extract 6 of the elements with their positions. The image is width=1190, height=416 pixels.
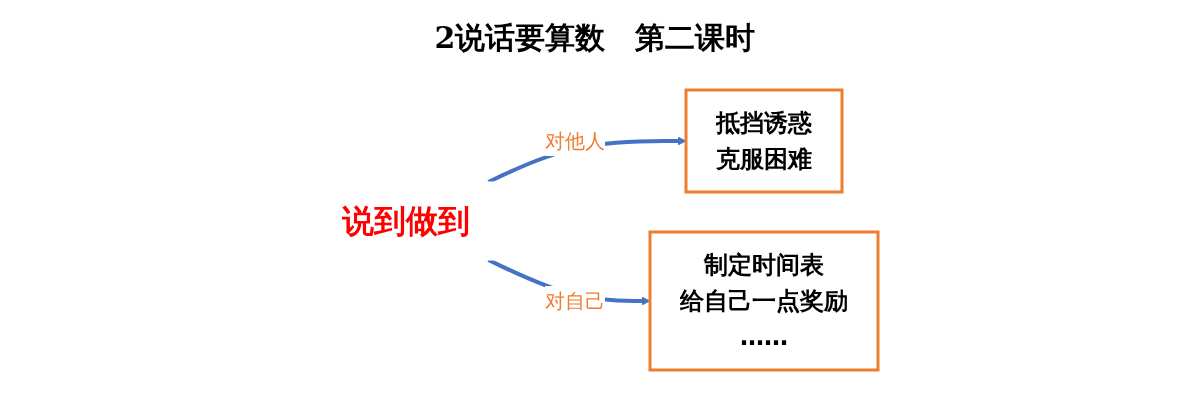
edge-label: 对他人 — [545, 129, 605, 153]
title: 2说话要算数 第二课时 — [433, 19, 757, 57]
node-box: 抵挡诱惑 克服困难 — [684, 88, 844, 194]
edge-label: 对自己 — [545, 289, 605, 313]
node-box: 制定时间表 给自己一点奖励 …… — [648, 230, 880, 372]
node-text: 说到做到 — [342, 202, 470, 240]
